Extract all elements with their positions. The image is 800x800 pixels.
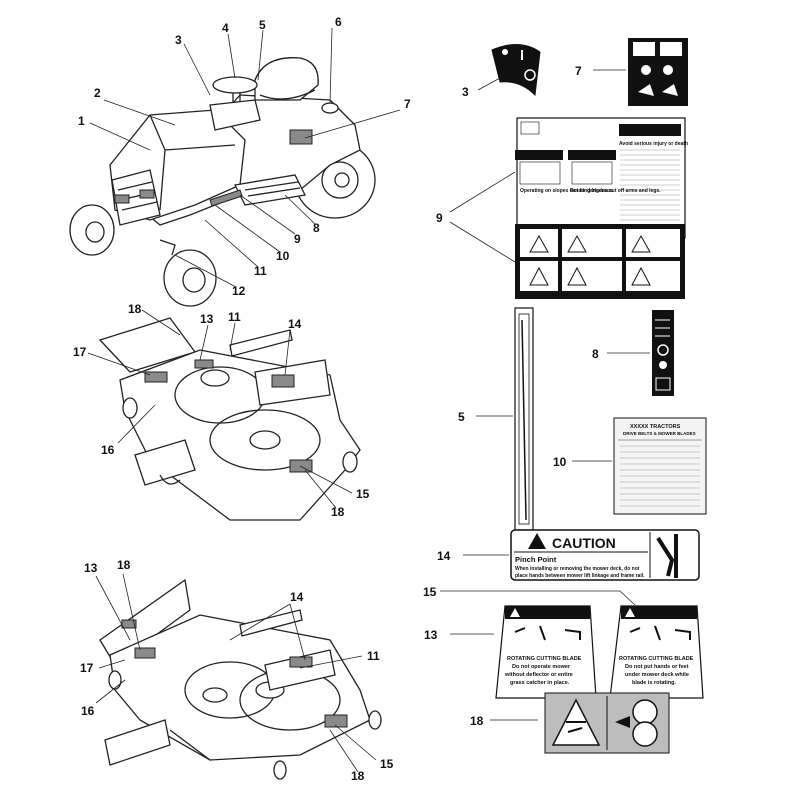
- belt-label-title: XXXXX TRACTORS: [630, 424, 681, 430]
- callout-deck1-11: 11: [228, 310, 241, 324]
- danger13-line4: grass catcher in place.: [510, 680, 570, 686]
- callout-9: 9: [294, 232, 301, 246]
- pictogram-label: [449, 171, 685, 299]
- callout-deck2-14: 14: [290, 590, 304, 604]
- callout-1: 1: [78, 114, 85, 128]
- danger-left-text: Operating on slopes can be dangerous.: [520, 188, 615, 194]
- callout-r14: 14: [437, 549, 451, 563]
- callout-r10: 10: [553, 455, 567, 469]
- callout-r13: 13: [424, 628, 438, 642]
- strip-decal-5: [476, 307, 534, 531]
- callout-r9: 9: [436, 211, 443, 225]
- callout-8: 8: [313, 221, 320, 235]
- belt-label-subtitle: DRIVE BELTS & MOWER BLADES: [623, 431, 696, 436]
- callout-r3: 3: [462, 85, 469, 99]
- caution-header: CAUTION: [552, 535, 616, 551]
- callout-10: 10: [276, 249, 290, 263]
- callout-11: 11: [254, 264, 267, 278]
- control-decal: [593, 38, 688, 106]
- ignition-decal: [477, 44, 541, 97]
- warning-sub: Avoid serious injury or death: [619, 141, 688, 147]
- callout-deck2-15: 15: [380, 757, 394, 771]
- danger-right-header: DANGER: [575, 153, 605, 160]
- danger-decal-13: DANGER ROTATING CUTTING BLADE Do not ope…: [450, 605, 597, 699]
- callout-deck2-17: 17: [80, 661, 94, 675]
- caution-title: Pinch Point: [515, 555, 557, 564]
- mower-deck-upper: [98, 317, 361, 521]
- danger15-line1: ROTATING CUTTING BLADE: [619, 656, 694, 662]
- callout-2: 2: [94, 86, 101, 100]
- callout-deck1-14: 14: [288, 317, 302, 331]
- callout-r5: 5: [458, 410, 465, 424]
- callout-r18: 18: [470, 714, 484, 728]
- tractor-illustration: [69, 57, 376, 307]
- callout-deck1-17: 17: [73, 345, 87, 359]
- danger-left-header: DANGER: [522, 153, 552, 160]
- callout-numbers: 1 2 3 4 5 6 7 8 9 10 11 12 18 13 11 14 1…: [73, 15, 599, 783]
- svg-text:!: !: [535, 540, 538, 549]
- callout-r15: 15: [423, 585, 437, 599]
- danger13-header: DANGER: [526, 608, 566, 618]
- danger15-line2: Do not put hands or feet: [625, 664, 689, 670]
- callout-deck2-18: 18: [117, 558, 131, 572]
- callout-deck2-11: 11: [367, 649, 380, 663]
- caution-line2: place hands between mower lift linkage a…: [515, 573, 645, 579]
- callout-3: 3: [175, 33, 182, 47]
- callout-deck1-15: 15: [356, 487, 370, 501]
- callout-deck2-13: 13: [84, 561, 98, 575]
- mower-deck-lower: [99, 578, 382, 780]
- danger-decal-15: DANGER ROTATING CUTTING BLADE Do not put…: [440, 590, 704, 699]
- callout-deck2-16: 16: [81, 704, 95, 718]
- caution-label: ! CAUTION Pinch Point When installing or…: [463, 529, 700, 581]
- danger15-line3: under mower deck while: [625, 672, 689, 678]
- callout-deck1-16: 16: [101, 443, 115, 457]
- danger13-line3: without deflector or entire: [504, 672, 573, 678]
- danger15-line4: blade is rotating.: [632, 680, 676, 686]
- callout-5: 5: [259, 18, 266, 32]
- callout-r7: 7: [575, 64, 582, 78]
- warning-label: WARNING Avoid serious injury or death DA…: [515, 117, 688, 239]
- tractor-leaders: [89, 27, 401, 288]
- callout-6: 6: [335, 15, 342, 29]
- blade-decal-18: [490, 692, 670, 754]
- warning-header: WARNING: [633, 126, 672, 135]
- callout-r8: 8: [592, 347, 599, 361]
- danger-right-text: Rotating blades cut off arms and legs.: [570, 188, 661, 194]
- deck2-leaders: [95, 573, 377, 773]
- callout-deck1-18a: 18: [128, 302, 142, 316]
- danger15-header: DANGER: [640, 608, 680, 618]
- danger13-line1: ROTATING CUTTING BLADE: [507, 656, 582, 662]
- deck1-leaders: [87, 309, 353, 509]
- callout-7: 7: [404, 97, 411, 111]
- callout-4: 4: [222, 21, 229, 35]
- danger13-line2: Do not operate mower: [512, 664, 571, 670]
- callout-deck2-18b: 18: [351, 769, 365, 783]
- height-decal-8: [607, 310, 674, 396]
- callout-deck1-13: 13: [200, 312, 214, 326]
- callout-12: 12: [232, 284, 246, 298]
- belt-label: XXXXX TRACTORS DRIVE BELTS & MOWER BLADE…: [572, 417, 707, 515]
- caution-line1: When installing or removing the mower de…: [515, 566, 640, 572]
- callout-deck1-18b: 18: [331, 505, 345, 519]
